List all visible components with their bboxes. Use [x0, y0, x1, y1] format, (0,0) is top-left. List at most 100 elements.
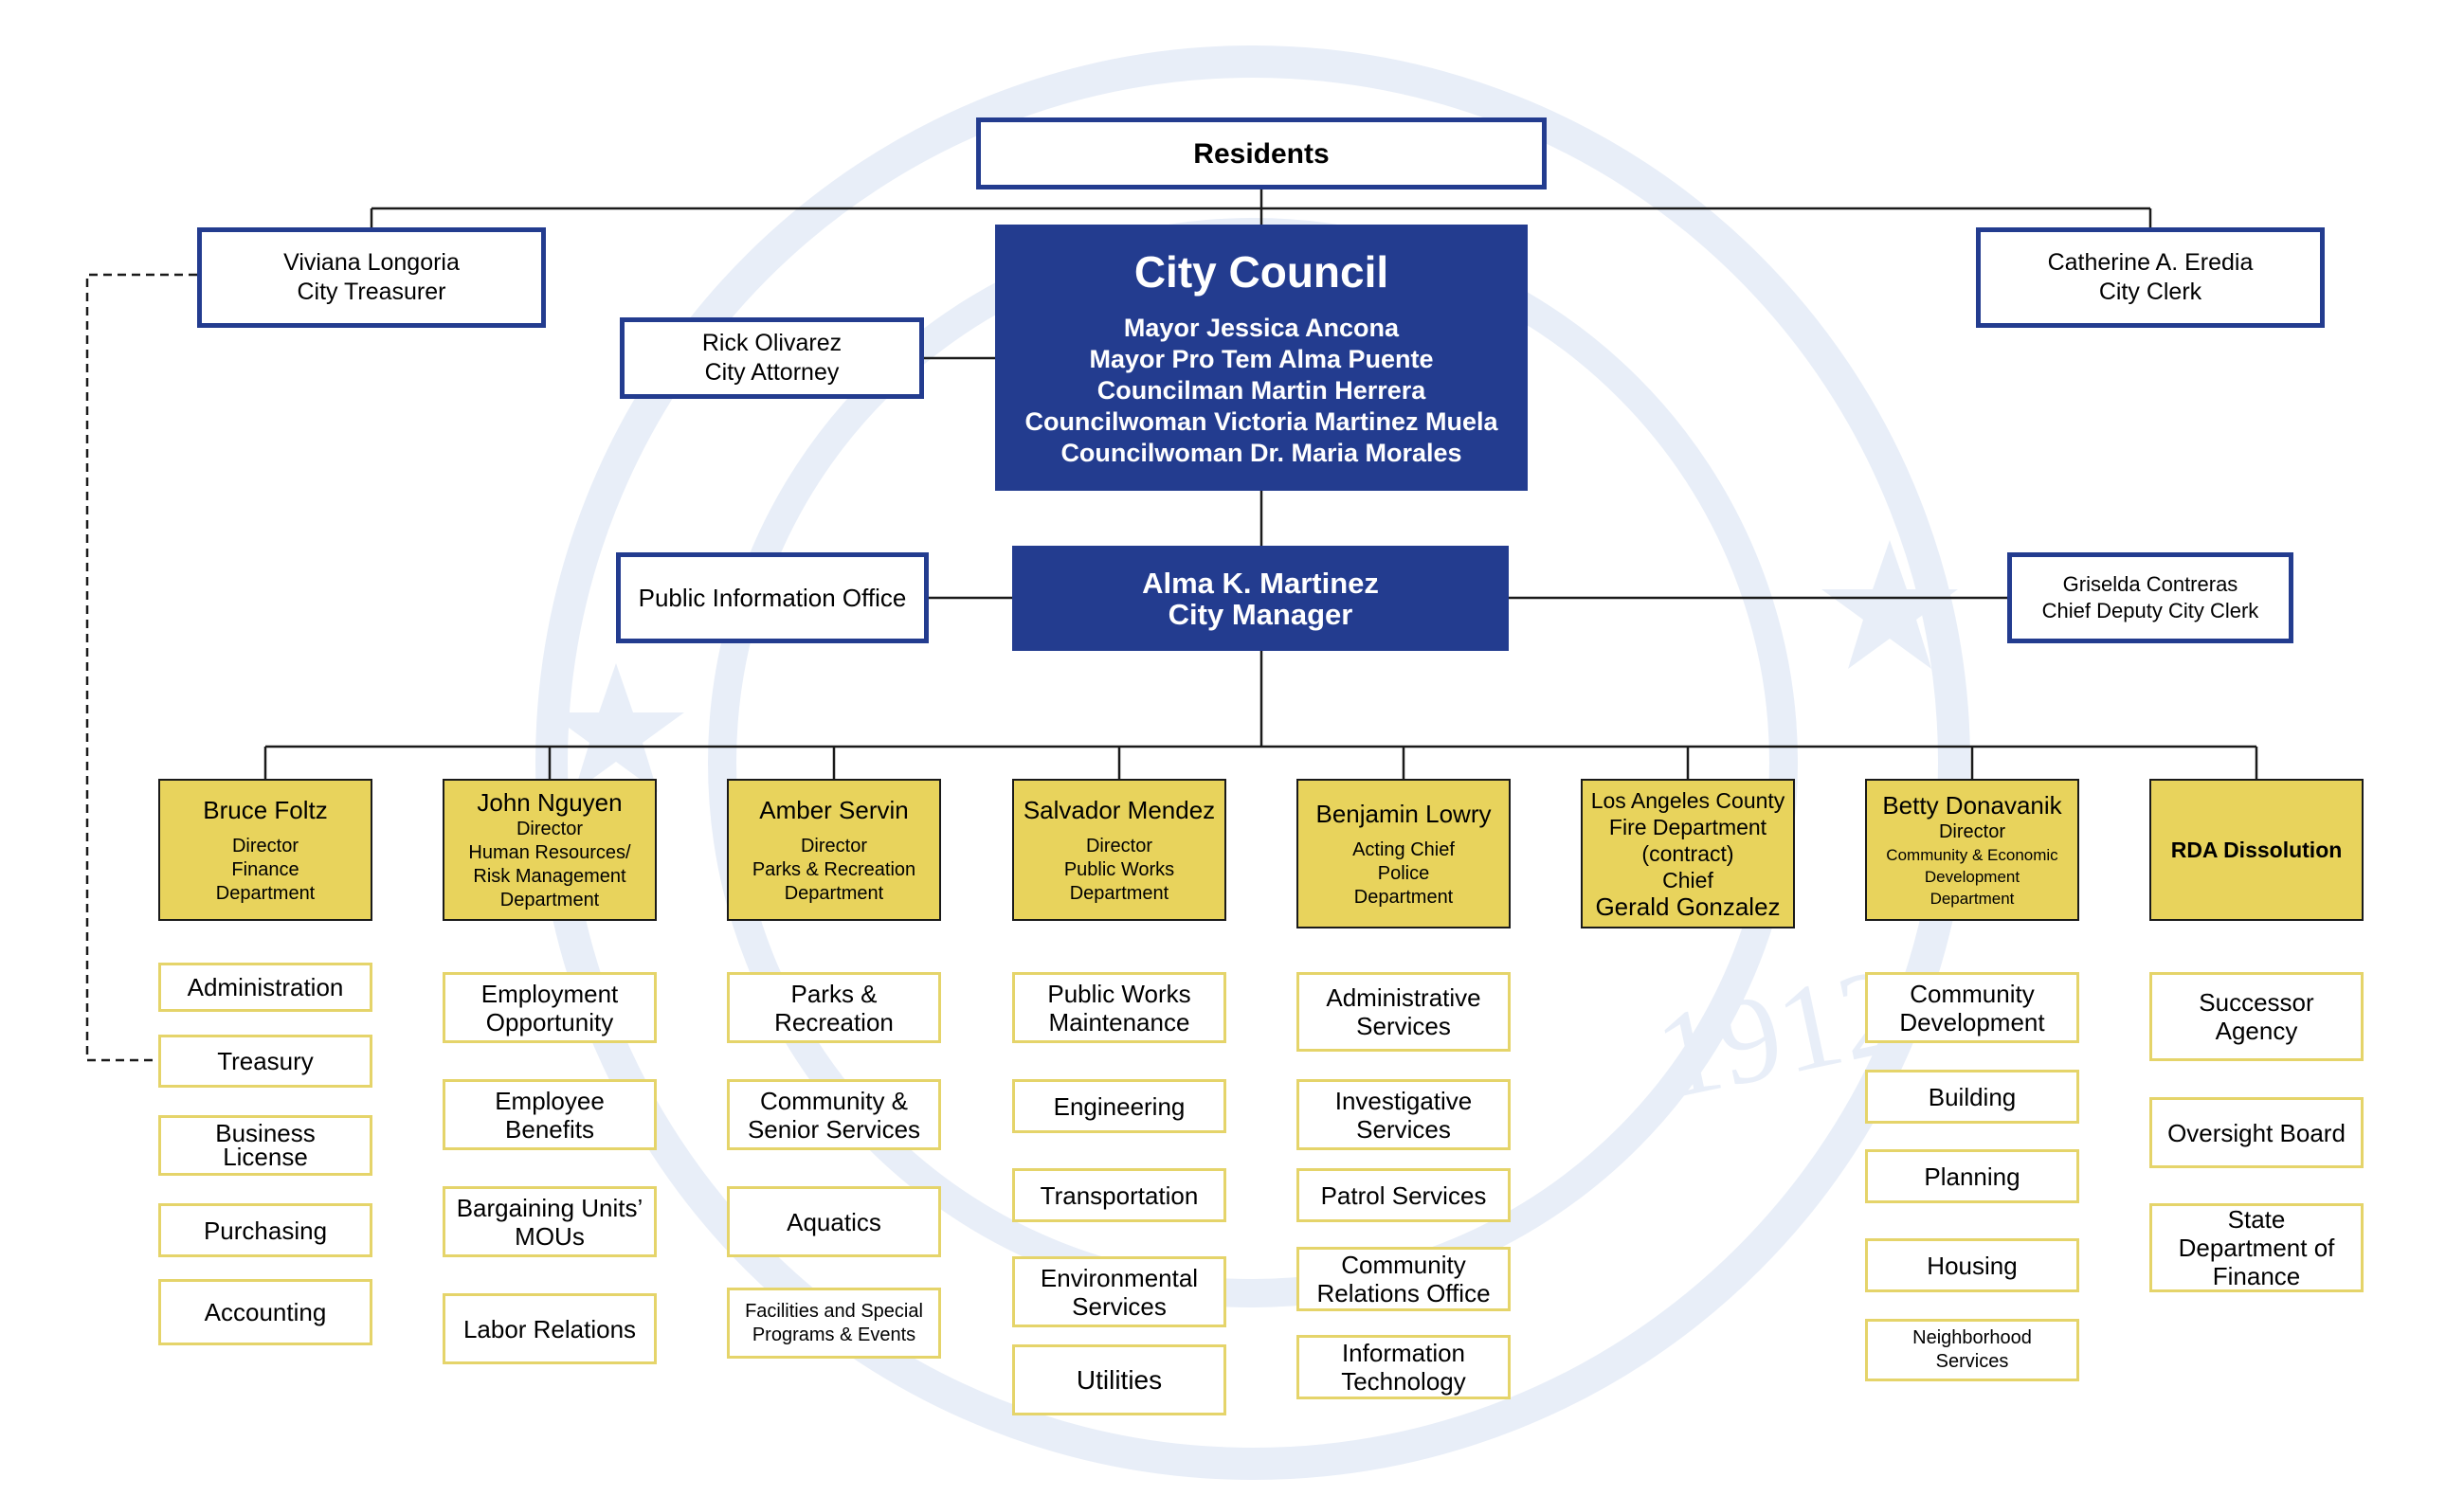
unit-box: Business License — [158, 1115, 372, 1176]
unit-box: Investigative Services — [1296, 1079, 1511, 1150]
unit-box: Treasury — [158, 1035, 372, 1088]
seal-star-left — [548, 663, 684, 792]
city-manager-box: Alma K. Martinez City Manager — [1012, 546, 1509, 651]
city-council-box: City Council Mayor Jessica Ancona Mayor … — [995, 225, 1528, 491]
title-line: Director — [1938, 821, 2005, 842]
unit-label: Building — [1928, 1082, 2017, 1111]
treasurer-title: City Treasurer — [297, 279, 446, 305]
clerk-title: City Clerk — [2098, 279, 2202, 305]
department-head-title: Director Parks & Recreation Department — [752, 835, 915, 906]
department-head-title: Director Community & Economic Developmen… — [1886, 820, 2057, 910]
department-human-resources: John Nguyen Director Human Resources/ Ri… — [443, 779, 657, 921]
unit-box: Bargaining Units’ MOUs — [443, 1186, 657, 1257]
title-line: Director — [800, 835, 867, 856]
title-line: Department — [784, 882, 884, 904]
unit-label: Employment Opportunity — [480, 979, 619, 1036]
unit-box: Housing — [1865, 1238, 2079, 1292]
unit-label: Housing — [1927, 1251, 2018, 1280]
title-line: Department — [1353, 886, 1454, 908]
residents-box: Residents — [976, 117, 1547, 189]
unit-label: Accounting — [204, 1298, 327, 1326]
title-line: Acting Chief — [1352, 838, 1455, 860]
unit-box: Employment Opportunity — [443, 972, 657, 1043]
unit-label: Community Development — [1899, 979, 2045, 1036]
unit-box: Neighborhood Services — [1865, 1319, 2079, 1381]
unit-label: Utilities — [1076, 1364, 1163, 1395]
attorney-name: Rick Olivarez — [701, 330, 842, 356]
unit-label: Bargaining Units’ MOUs — [456, 1193, 643, 1251]
city-clerk-box: Catherine A. Eredia City Clerk — [1976, 227, 2325, 328]
title-line: Risk Management — [473, 866, 626, 887]
unit-label: Administrative Services — [1326, 983, 1481, 1040]
line-treasurer-treasury-dashed — [85, 273, 197, 1062]
title-line: Community & Economic — [1886, 846, 2058, 864]
department-head-title: Director Public Works Department — [1064, 835, 1174, 906]
council-member: Councilwoman Dr. Maria Morales — [1060, 439, 1462, 467]
unit-box: Community & Senior Services — [727, 1079, 941, 1150]
department-head-title: Director Human Resources/ Risk Managemen… — [468, 818, 630, 912]
unit-label: Aquatics — [787, 1207, 881, 1236]
unit-box: Public Works Maintenance — [1012, 972, 1226, 1043]
unit-label: Community & Senior Services — [747, 1086, 921, 1144]
residents-label: Residents — [1193, 137, 1330, 170]
clerk-name: Catherine A. Eredia — [2047, 249, 2254, 276]
title-line: Public Works — [1063, 858, 1175, 880]
department-head-name: RDA Dissolution — [2170, 837, 2343, 862]
fire-line: Fire Department — [1608, 815, 1767, 839]
unit-label: Administration — [187, 973, 344, 1001]
unit-box: Administrative Services — [1296, 972, 1511, 1052]
public-information-office-box: Public Information Office — [616, 552, 929, 643]
attorney-title: City Attorney — [704, 359, 840, 386]
seal-star-right — [1821, 540, 1958, 669]
unit-label: Oversight Board — [2167, 1118, 2346, 1147]
unit-box: Information Technology — [1296, 1335, 1511, 1399]
council-member: Councilwoman Victoria Martinez Muela — [1024, 407, 1498, 436]
unit-box: Engineering — [1012, 1079, 1226, 1133]
unit-label: Environmental Services — [1040, 1263, 1199, 1321]
unit-box: Community Relations Office — [1296, 1247, 1511, 1311]
unit-label: Community Relations Office — [1316, 1251, 1491, 1307]
unit-label: Treasury — [217, 1047, 314, 1075]
deputy-clerk-title: Chief Deputy City Clerk — [2041, 599, 2259, 622]
title-line: Department — [1069, 882, 1169, 904]
unit-label: Planning — [1924, 1162, 2020, 1191]
title-line: Director — [516, 819, 583, 839]
fire-line: (contract) — [1641, 841, 1734, 866]
department-rda-dissolution: RDA Dissolution — [2149, 779, 2364, 921]
unit-box: Planning — [1865, 1149, 2079, 1203]
fire-line: Chief — [1662, 868, 1713, 892]
department-head-name: John Nguyen — [477, 788, 623, 817]
chief-deputy-city-clerk-box: Griselda Contreras Chief Deputy City Cle… — [2007, 552, 2293, 643]
department-head-name: Salvador Mendez — [1023, 795, 1216, 824]
unit-label: Information Technology — [1341, 1339, 1466, 1396]
unit-box: Utilities — [1012, 1344, 1226, 1415]
council-member: Mayor Pro Tem Alma Puente — [1089, 345, 1434, 373]
department-head-name: Amber Servin — [759, 795, 909, 824]
unit-box: Patrol Services — [1296, 1168, 1511, 1222]
unit-box: Labor Relations — [443, 1293, 657, 1364]
unit-box: Facilities and Special Programs & Events — [727, 1288, 941, 1359]
unit-box: Parks & Recreation — [727, 972, 941, 1043]
unit-label: Facilities and Special Programs & Events — [745, 1300, 923, 1345]
department-finance: Bruce Foltz Director Finance Department — [158, 779, 372, 921]
manager-name: Alma K. Martinez — [1142, 566, 1379, 600]
city-attorney-box: Rick Olivarez City Attorney — [620, 317, 924, 399]
manager-title: City Manager — [1168, 597, 1353, 631]
department-head-title: Acting Chief Police Department — [1352, 838, 1455, 910]
department-public-works: Salvador Mendez Director Public Works De… — [1012, 779, 1226, 921]
council-member: Councilman Martin Herrera — [1096, 376, 1426, 405]
title-line: Police — [1377, 862, 1430, 884]
council-member: Mayor Jessica Ancona — [1123, 314, 1400, 342]
deputy-clerk-name: Griselda Contreras — [2062, 572, 2238, 596]
unit-label: Public Works Maintenance — [1047, 979, 1191, 1036]
unit-box: Purchasing — [158, 1203, 372, 1257]
unit-label: Engineering — [1053, 1091, 1186, 1121]
unit-box: Employee Benefits — [443, 1079, 657, 1150]
department-parks-recreation: Amber Servin Director Parks & Recreation… — [727, 779, 941, 921]
department-head-name: Betty Donavanik — [1882, 791, 2062, 820]
unit-label: Purchasing — [203, 1216, 328, 1245]
unit-box: Aquatics — [727, 1186, 941, 1257]
title-line: Department — [499, 890, 600, 910]
unit-box: Administration — [158, 963, 372, 1012]
unit-label: Employee Benefits — [495, 1086, 605, 1144]
